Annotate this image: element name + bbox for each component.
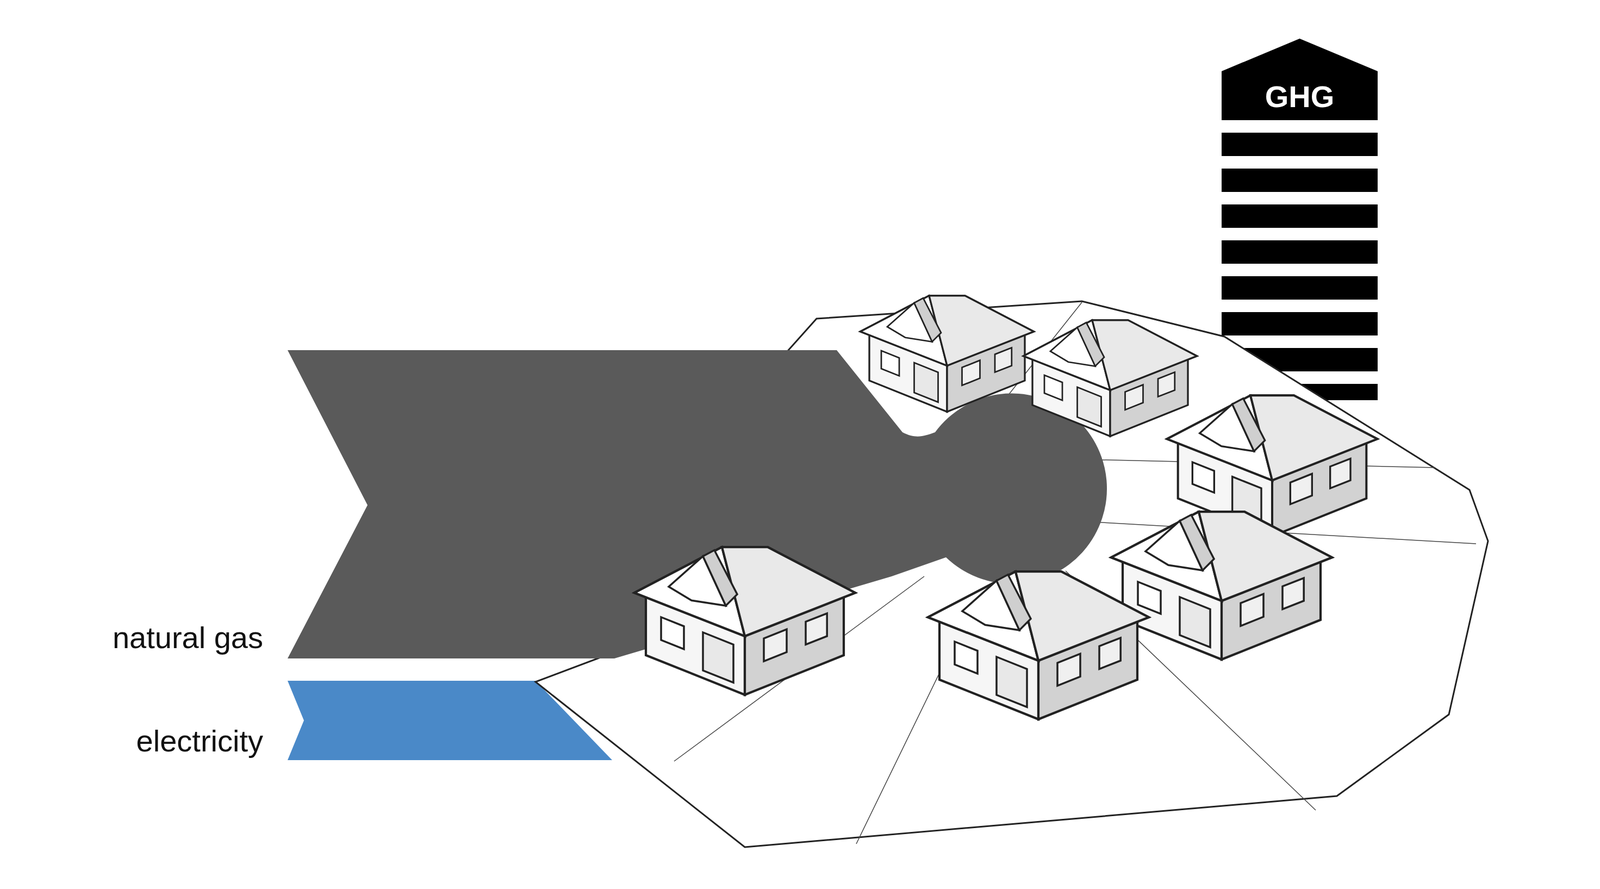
arrow-label: GHG — [1221, 38, 1378, 112]
band-label: natural gas — [112, 622, 264, 653]
ghg-arrow: GHG — [1221, 38, 1378, 121]
band-label: electricity — [136, 725, 264, 757]
arrow-head-fill — [1221, 38, 1378, 121]
